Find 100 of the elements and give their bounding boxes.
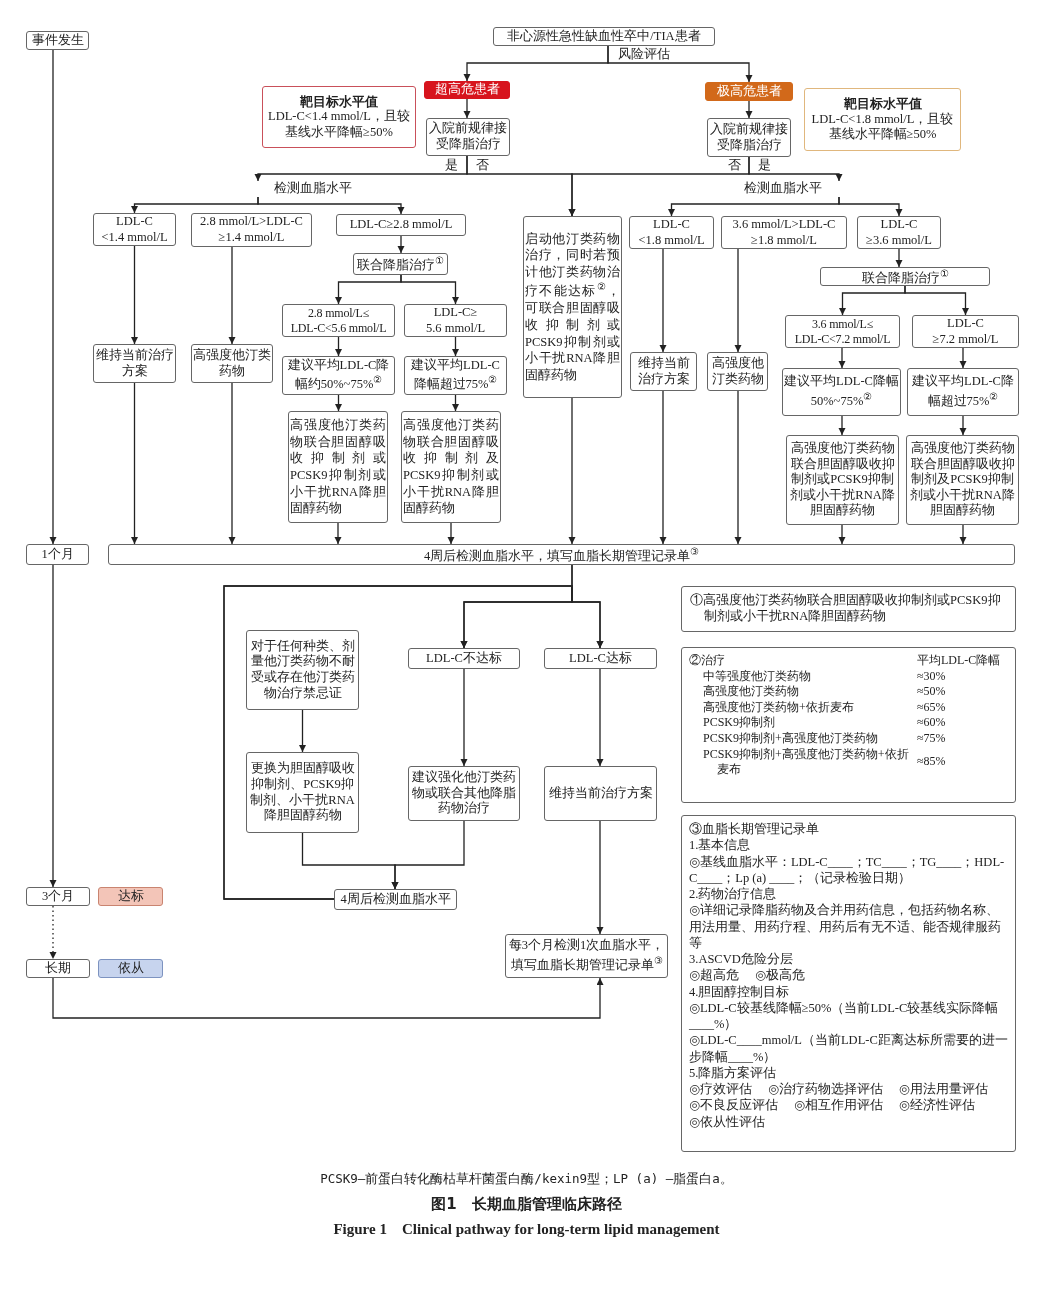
arrow: [447, 522, 455, 545]
record-item: ◎相互作用评估: [793, 1097, 883, 1114]
process-box: 联合降脂治疗$^{①}$: [353, 253, 448, 275]
table-cell-text: ≈30%: [917, 668, 947, 685]
edge-label: 否: [475, 158, 490, 173]
risk-badge: 超高危患者: [424, 81, 510, 99]
table-cell-text: ②治疗: [689, 653, 726, 669]
arrow: [49, 49, 57, 545]
record-item: ◎超高危: [689, 967, 739, 984]
status-tag: 达标: [98, 887, 163, 906]
arrow: [838, 524, 846, 545]
figure-caption: 图1 长期血脂管理临床路径: [430, 1195, 623, 1213]
arrow: [131, 382, 138, 545]
record-item: 3.ASCVD危险分层: [689, 952, 793, 966]
timeline-box: 3个月: [26, 887, 90, 906]
process-box: 高强度他汀类药物: [191, 344, 273, 383]
process-box: LDL-C达标: [544, 648, 657, 669]
arrow: [904, 285, 969, 316]
table-cell-text: PCSK9抑制剂: [702, 715, 777, 731]
target-text: LDL-C<1.8 mmol/L，且较基线水平降幅≥50%: [810, 111, 955, 143]
record-item: ◎不良反应评估: [689, 1097, 778, 1114]
arrow: [335, 336, 342, 357]
table-cell-text: PCSK9抑制剂+高强度他汀类药物: [702, 730, 879, 747]
process-box: 每3个月检测1次血脂水平，填写血脂长期管理记录单$^{③}$: [505, 934, 668, 978]
target-box: [262, 86, 416, 148]
table-cell-text: ≈65%: [917, 699, 947, 716]
process-box: 3.6 mmol/L≤ LDL-C<7.2 mmol/L: [785, 315, 900, 348]
arrow: [748, 156, 843, 182]
edge-label: 是: [444, 158, 459, 173]
process-box: 非心源性急性缺血性卒中/TIA患者: [493, 27, 715, 46]
box-heading: 靶目标水平值: [300, 93, 378, 110]
record-item: 1.基本信息: [689, 838, 751, 853]
table-cell-text: 高强度他汀类药物: [702, 684, 800, 700]
arrow: [734, 248, 742, 353]
table-cell-text: ≈50%: [917, 684, 947, 700]
timeline-box: 1个月: [26, 544, 89, 565]
process-box: 联合降脂治疗$^{①}$: [820, 267, 990, 286]
arrow: [838, 415, 846, 436]
process-box: 4周后检测血脂水平: [334, 889, 457, 910]
note-box: ①高强度他汀类药物联合胆固醇吸收抑制剂或PCSK9抑制剂或小干扰RNA降胆固醇药物: [681, 586, 1016, 632]
process-box: LDL-C <1.4 mmol/L: [93, 213, 176, 246]
arrow: [335, 394, 342, 412]
record-item: ◎LDL-C____mmol/L（当前LDL-C距离达标所需要的进一步降幅____%）: [689, 1033, 1008, 1064]
process-box: 维持当前治疗方案: [544, 766, 657, 821]
record-item: ◎经济性评估: [898, 1097, 975, 1114]
record-item: ◎详细记录降脂药物及合并用药信息，包括药物名称、用法用量、用药疗程、用药后有无不适、能否规律服药等: [689, 903, 1001, 950]
process-box: 维持当前治疗方案: [630, 352, 697, 391]
arrow: [257, 196, 405, 215]
arrow: [959, 347, 967, 369]
process-box: 建议平均LDL-C降幅超过75%$^{②}$: [907, 368, 1019, 416]
process-box: 建议平均LDL-C降幅50%~75%$^{②}$: [782, 368, 901, 416]
arrow: [452, 394, 459, 412]
record-item: ◎疗效评估: [689, 1081, 752, 1098]
record-item: 4.胆固醇控制目标: [689, 984, 790, 999]
record-item: 2.药物治疗信息: [689, 887, 777, 901]
table-cell-text: ≈60%: [917, 715, 947, 731]
edge-label: 是: [757, 158, 772, 173]
flow-label: 检测血脂水平: [742, 181, 846, 197]
table-cell-text: 中等强度他汀类药物: [702, 668, 812, 685]
timeline-box: 事件发生: [26, 31, 89, 50]
risk-badge: 极高危患者: [705, 82, 793, 101]
record-item: 5.降脂方案评估: [689, 1065, 777, 1080]
process-box: 高强度他汀类药物联合胆固醇吸收抑制剂或PCSK9抑制剂或小干扰RNA降胆固醇药物: [288, 411, 388, 523]
process-box: LDL-C≥2.8 mmol/L: [336, 214, 466, 236]
decision-box: 入院前规律接受降脂治疗: [426, 118, 510, 156]
arrow: [959, 524, 967, 545]
record-item: ◎治疗药物选择评估: [767, 1081, 883, 1098]
process-box: 4周后检测血脂水平，填写血脂长期管理记录单$^{③}$: [108, 544, 1015, 565]
process-box: 2.8 mmol/L≤ LDL-C<5.6 mmol/L: [282, 304, 395, 337]
arrow: [959, 415, 967, 436]
arrow: [463, 98, 471, 119]
process-box: 建议强化他汀类药物或联合其他降脂药物治疗: [408, 766, 520, 821]
arrow: [228, 382, 236, 545]
box-heading: 靶目标水平值: [843, 96, 922, 112]
process-box: 高强度他汀类药物联合胆固醇吸收抑制剂及PCSK9抑制剂或小干扰RNA降胆固醇药物: [401, 411, 501, 523]
record-item: ◎极高危: [754, 967, 805, 984]
process-box: 高强度他汀类药物联合胆固醇吸收抑制剂或PCSK9抑制剂或小干扰RNA降胆固醇药物: [786, 435, 899, 525]
english-caption: Figure 1 Clinical pathway for long-term lipid management: [332, 1221, 721, 1238]
timeline-box: 长期: [26, 959, 90, 978]
arrow: [460, 668, 468, 767]
process-box: 2.8 mmol/L>LDL-C ≥1.4 mmol/L: [191, 213, 312, 247]
arrow: [49, 905, 57, 960]
arrow: [659, 390, 667, 545]
process-box: LDL-C≥ 5.6 mmol/L: [404, 304, 507, 337]
process-box: 维持当前治疗方案: [93, 344, 176, 383]
note-box: [681, 815, 1016, 1152]
arrow: [745, 100, 753, 119]
table-cell-text: ≈85%: [917, 754, 947, 770]
arrow: [391, 820, 465, 890]
arrow: [228, 246, 236, 345]
process-box: 3.6 mmol/L>LDL-C ≥1.8 mmol/L: [721, 216, 847, 249]
process-box: 高强度他汀类药物联合胆固醇吸收抑制剂及PCSK9抑制剂或小干扰RNA降胆固醇药物: [906, 435, 1019, 525]
arrow: [895, 248, 903, 268]
process-box: 高强度他汀类药物: [707, 352, 768, 391]
arrow: [607, 45, 753, 83]
table-cell-text: PCSK9抑制剂+高强度他汀类药物+依折麦布: [702, 746, 910, 778]
process-box: 启动他汀类药物治疗，同时若预计他汀类药物治疗不能达标$^{②}$，可联合胆固醇吸收抑制剂或PCSK9抑制剂或小干扰RNA降胆固醇药物: [523, 216, 622, 398]
arrow: [52, 977, 604, 1019]
arrow: [659, 248, 667, 353]
process-box: 建议平均LDL-C降幅约50%~75%$^{②}$: [282, 356, 395, 395]
